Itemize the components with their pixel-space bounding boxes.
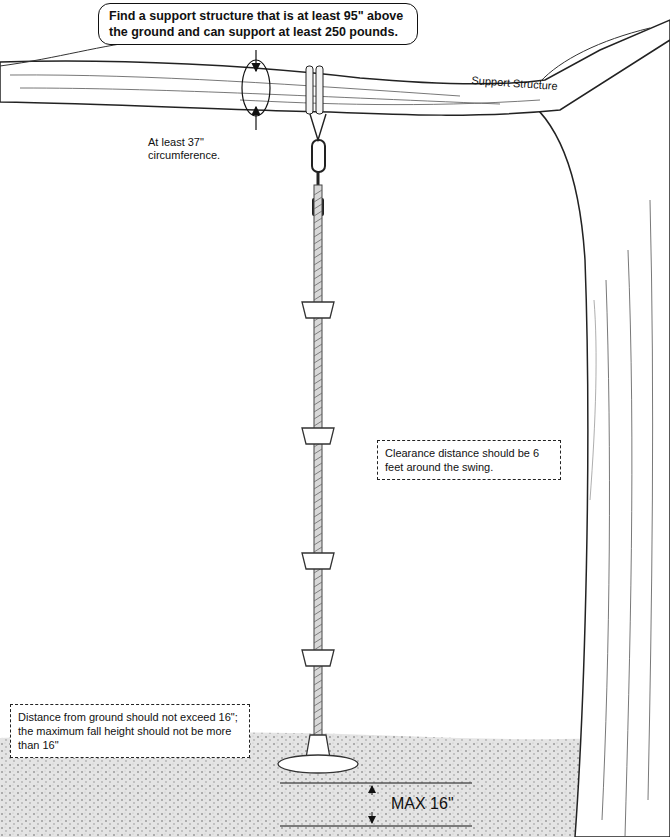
note-text: Clearance distance should be 6 feet arou… — [385, 446, 553, 474]
note-box: Distance from ground should not exceed 1… — [10, 704, 250, 758]
dimension-label: At least 37" circumference. — [148, 136, 238, 162]
note-box: Clearance distance should be 6 feet arou… — [377, 440, 561, 480]
note-text: Distance from ground should not exceed 1… — [18, 710, 242, 752]
note-box: Find a support structure that is at leas… — [98, 3, 418, 45]
dimension-label: MAX 16" — [391, 794, 454, 813]
note-text: Find a support structure that is at leas… — [109, 8, 407, 40]
